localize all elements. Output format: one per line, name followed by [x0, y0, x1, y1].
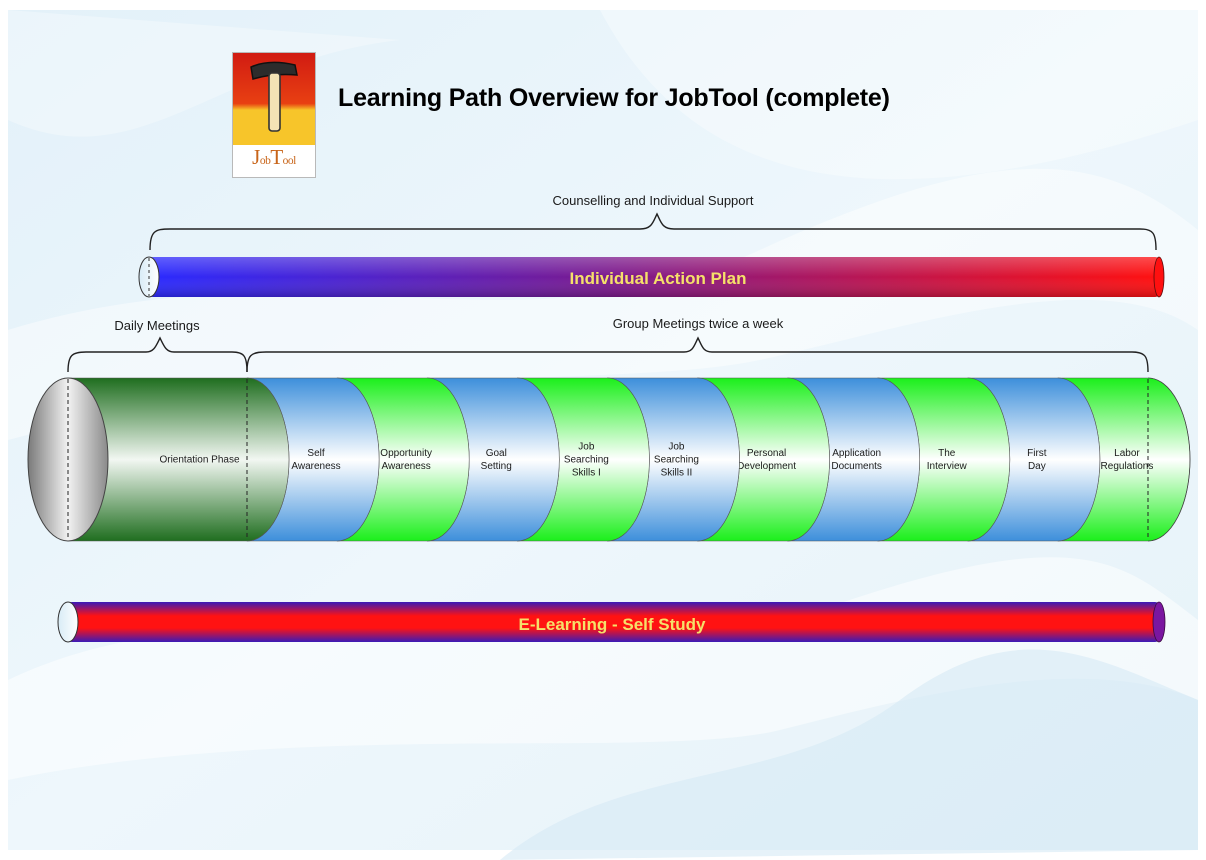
- phase-opportunity-awareness-label-line: Awareness: [382, 461, 431, 472]
- phase-application-documents-label-line: Application: [832, 448, 881, 459]
- individual-action-plan-bar: Individual Action Plan: [138, 256, 1165, 298]
- logo-wordmark: JobTool: [233, 145, 315, 170]
- counselling-label: Counselling and Individual Support: [553, 193, 754, 208]
- phase-personal-development-label-line: Personal: [747, 448, 786, 459]
- phase-job-searching-2-label-line: Job: [668, 442, 685, 453]
- group-meetings-label: Group Meetings twice a week: [613, 316, 784, 331]
- phase-self-awareness-label-line: Self: [307, 448, 324, 459]
- phase-the-interview-label-line: Interview: [927, 461, 968, 472]
- phase-first-day-label-line: Day: [1028, 461, 1046, 472]
- phase-orientation-segment: [67, 377, 290, 542]
- tube-end-cap: [1147, 377, 1191, 542]
- elearning-bar: E-Learning - Self Study: [57, 601, 1166, 643]
- elearning-label: E-Learning - Self Study: [518, 615, 706, 634]
- page-title: Learning Path Overview for JobTool (comp…: [338, 84, 890, 112]
- phase-the-interview-label-line: The: [938, 448, 956, 459]
- jobtool-logo: JobTool: [232, 52, 316, 178]
- phase-self-awareness-label-line: Awareness: [291, 461, 340, 472]
- phase-labor-regulations-label-line: Labor: [1114, 448, 1140, 459]
- phase-goal-setting-label-line: Goal: [486, 448, 507, 459]
- phase-orientation: Orientation Phase: [67, 377, 290, 542]
- phase-application-documents-label-line: Documents: [831, 461, 882, 472]
- phase-job-searching-2-label-line: Skills II: [661, 468, 693, 479]
- logo-letters-ob: ob: [259, 155, 271, 167]
- counselling-brace: Counselling and Individual Support: [149, 193, 1157, 251]
- phase-job-searching-1-label-line: Skills I: [572, 468, 601, 479]
- logo-letters-ool: ool: [282, 155, 297, 167]
- phase-job-searching-1-label-line: Searching: [564, 455, 609, 466]
- phase-personal-development-label-line: Development: [737, 461, 796, 472]
- hammer-icon: [233, 53, 315, 145]
- phase-job-searching-2-label-line: Searching: [654, 455, 699, 466]
- phase-labor-regulations-label-line: Regulations: [1101, 461, 1154, 472]
- phase-first-day-label-line: First: [1027, 448, 1047, 459]
- phase-goal-setting-label-line: Setting: [481, 461, 512, 472]
- phase-job-searching-1-label-line: Job: [578, 442, 595, 453]
- phase-opportunity-awareness-label-line: Opportunity: [380, 448, 432, 459]
- group-meetings-brace: Group Meetings twice a week: [246, 316, 1149, 373]
- phase-orientation-label-line: Orientation Phase: [159, 455, 239, 466]
- daily-meetings-label: Daily Meetings: [114, 318, 200, 333]
- logo-letter-j: J: [252, 145, 260, 169]
- individual-action-plan-label: Individual Action Plan: [570, 269, 747, 288]
- daily-meetings-brace: Daily Meetings: [67, 318, 248, 373]
- logo-letter-t: T: [270, 145, 283, 169]
